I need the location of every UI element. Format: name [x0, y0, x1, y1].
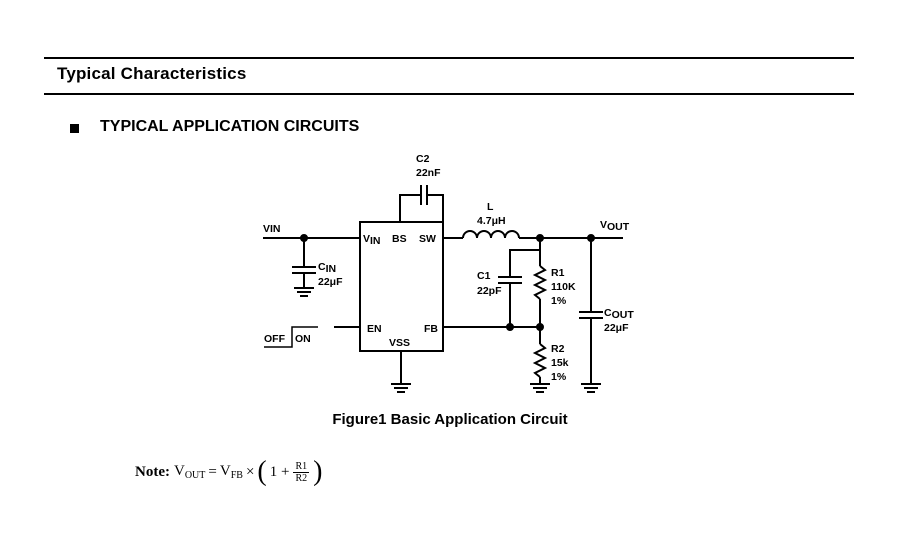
inductor-name: L	[487, 201, 494, 213]
inductor-l	[462, 230, 520, 239]
pin-vin-label: VIN	[363, 233, 381, 247]
c2-name: C2	[416, 153, 430, 165]
c1-name: C1	[477, 270, 491, 282]
fb-node-r	[536, 323, 544, 331]
vin-label: VIN	[263, 223, 281, 235]
square-bullet-icon	[70, 124, 79, 133]
formula-times: ×	[245, 463, 255, 480]
r1-name: R1	[551, 267, 565, 279]
cin-ground-icon	[294, 287, 314, 297]
c2-left-wire	[399, 194, 421, 222]
fraction-denominator: R2	[295, 472, 308, 484]
c2-right-wire	[427, 194, 444, 222]
formula-one-plus: 1 +	[269, 463, 290, 480]
cin-value: 22μF	[318, 276, 343, 288]
fb-node-c1	[506, 323, 514, 331]
fraction-numerator: R1	[293, 460, 310, 473]
vout-label: VOUT	[600, 219, 630, 233]
pin-en-label: EN	[367, 323, 382, 335]
r2-ground-icon	[530, 383, 550, 393]
formula-rhs: VFB	[219, 463, 243, 481]
note-formula: Note: VOUT = VFB × ( 1 + R1 R2 )	[135, 458, 322, 486]
formula-lhs: VOUT	[173, 463, 206, 481]
resistor-r1	[532, 265, 548, 300]
header-top-rule	[44, 57, 854, 59]
vss-ground-icon	[391, 383, 411, 393]
cin-name: CIN	[318, 261, 336, 275]
pin-vss-label: VSS	[389, 337, 410, 349]
cout-value: 22μF	[604, 322, 629, 334]
switch-off-label: OFF	[264, 333, 286, 345]
paren-close-icon: )	[313, 456, 323, 487]
switch-on-label: ON	[295, 333, 311, 345]
pin-sw-label: SW	[419, 233, 436, 245]
header-bottom-rule	[44, 93, 854, 95]
figure-caption: Figure1 Basic Application Circuit	[332, 411, 568, 428]
section-title: Typical Characteristics	[57, 64, 247, 83]
c1-value: 22pF	[477, 285, 502, 297]
r2-name: R2	[551, 343, 565, 355]
formula-equals: =	[208, 463, 217, 480]
formula: VOUT = VFB × ( 1 + R1 R2 )	[174, 458, 322, 486]
resistor-r2	[532, 343, 548, 378]
r1-value: 110K	[551, 281, 576, 293]
inductor-value: 4.7μH	[477, 215, 506, 227]
paren-open-icon: (	[257, 456, 267, 487]
r2-tolerance: 1%	[551, 371, 567, 383]
cout-ground-icon	[581, 383, 601, 393]
c2-value: 22nF	[416, 167, 441, 179]
r1-tolerance: 1%	[551, 295, 567, 307]
pin-bs-label: BS	[392, 233, 407, 245]
formula-fraction: R1 R2	[293, 460, 310, 484]
cout-name: COUT	[604, 307, 634, 321]
switch-step-icon	[264, 326, 318, 348]
r2-value: 15k	[551, 357, 569, 369]
pin-fb-label: FB	[424, 323, 438, 335]
note-label: Note:	[135, 463, 170, 480]
subsection-title: TYPICAL APPLICATION CIRCUITS	[100, 118, 360, 135]
c1-top-wire	[509, 238, 541, 277]
